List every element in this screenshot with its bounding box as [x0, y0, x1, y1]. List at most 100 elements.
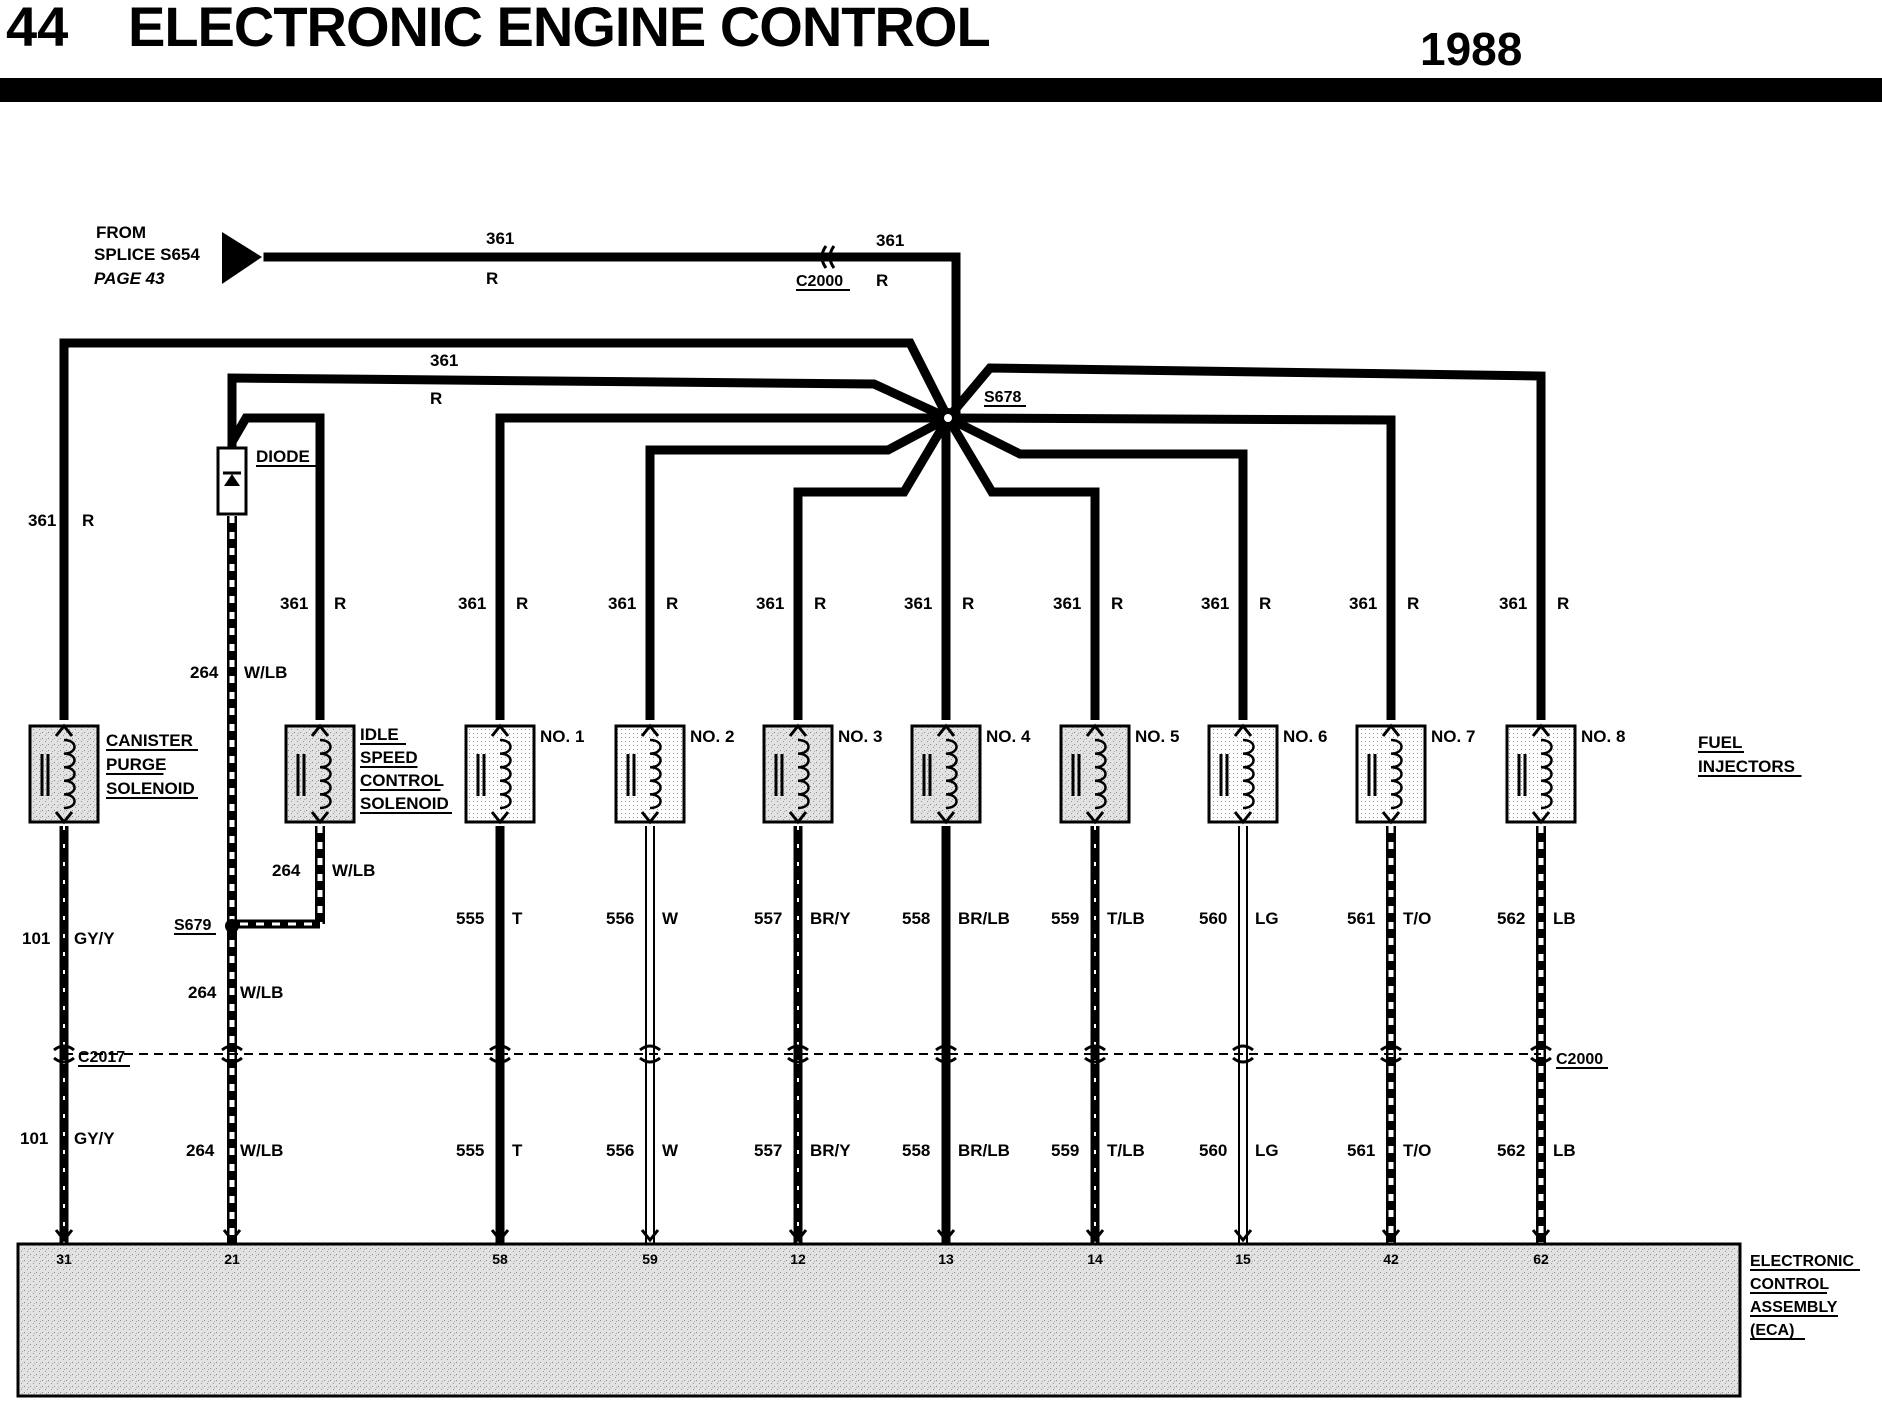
eca-pin-arrow-2	[490, 1229, 510, 1243]
connector-pin-8-lower	[1380, 1056, 1402, 1064]
source-connector-label: C2000	[796, 273, 843, 290]
source-from-label: FROM	[96, 223, 146, 242]
wire-361-canister	[59, 338, 953, 720]
injector-5-label: NO. 5	[1135, 727, 1179, 746]
connector-pin-6	[1084, 1044, 1106, 1052]
source-color-right: R	[876, 271, 888, 290]
injector-6-sig-color-upper: LG	[1255, 909, 1279, 928]
c2017-label: C2017	[78, 1049, 125, 1066]
injector-3-sig-num-upper: 557	[754, 909, 782, 928]
fuel-injector-2-top-pin	[640, 723, 660, 737]
canister-purge-solenoid-top-pin	[54, 723, 74, 737]
wire-361-injector-2	[645, 414, 951, 720]
connector-pin-4	[787, 1044, 809, 1052]
injector-8-sig-num-upper: 562	[1497, 909, 1525, 928]
fuel-injector-8-bottom-pin	[1531, 811, 1551, 825]
connector-pin-4-lower	[787, 1056, 809, 1064]
diode-symbol	[224, 474, 240, 486]
fuel-injector-2-bottom-pin	[640, 811, 660, 825]
injector-8-power-color: R	[1557, 594, 1569, 613]
connector-pin-5-lower	[935, 1056, 957, 1064]
injector-4-power-num: 361	[904, 594, 932, 613]
isc-out-num: 264	[272, 861, 301, 880]
fuel-injector-6-bottom-pin	[1233, 811, 1253, 825]
diode-body	[216, 446, 248, 516]
fuel-injector-4-top-pin	[936, 723, 956, 737]
fuel-injector-3-top-pin	[788, 723, 808, 737]
injector-3-sig-num-lower: 557	[754, 1141, 782, 1160]
header-rule	[0, 78, 1882, 102]
injector-4-label: NO. 4	[986, 727, 1031, 746]
injector-7-power-color: R	[1407, 594, 1419, 613]
injector-5-power-num: 361	[1053, 594, 1081, 613]
injector-1-power-color: R	[516, 594, 528, 613]
injector-6-sig-num-lower: 560	[1199, 1141, 1227, 1160]
source-marker-text: Z	[232, 248, 244, 270]
injector-6-label: NO. 6	[1283, 727, 1327, 746]
s679-lower-color: W/LB	[240, 983, 283, 1002]
eca-pin-arrow-3	[640, 1229, 660, 1243]
injector-8-sig-num-lower: 562	[1497, 1141, 1525, 1160]
page-number: 44	[6, 0, 69, 58]
injector-4-sig-num-lower: 558	[902, 1141, 930, 1160]
eca-pin-arrow-5	[936, 1229, 956, 1243]
connector-pin-9-lower	[1530, 1056, 1552, 1064]
injector-1-sig-color-lower: T	[512, 1141, 523, 1160]
idle-speed-control-solenoid-top-pin	[310, 723, 330, 737]
injector-4-sig-num-upper: 558	[902, 909, 930, 928]
fuel-injector-8-top-pin	[1531, 723, 1551, 737]
injector-4-power-color: R	[962, 594, 974, 613]
fuel-injector-1-top-pin	[490, 723, 510, 737]
connector-pin-1	[221, 1044, 243, 1052]
injector-1-sig-num-lower: 555	[456, 1141, 484, 1160]
connector-pin-0	[53, 1044, 75, 1052]
injector-8-sig-color-upper: LB	[1553, 909, 1576, 928]
fuel-injectors-label-line-1: INJECTORS	[1698, 757, 1795, 776]
injector-8-sig-color-lower: LB	[1553, 1141, 1576, 1160]
canister-purge-solenoid-bottom-pin	[54, 811, 74, 825]
connector-pin-0-lower	[53, 1056, 75, 1064]
injector-3-sig-color-upper: BR/Y	[810, 909, 851, 928]
eca-pin-injector-5: 14	[1087, 1251, 1103, 1267]
injector-7-sig-num-lower: 561	[1347, 1141, 1375, 1160]
page-title: ELECTRONIC ENGINE CONTROL	[128, 0, 991, 58]
fuel-injectors-label-line-0: FUEL	[1698, 733, 1742, 752]
from-arrow	[222, 232, 262, 284]
eca-pin-injector-4: 13	[938, 1251, 954, 1267]
diode-out-color: W/LB	[244, 663, 287, 682]
wire-361-injector-7	[947, 413, 1396, 720]
injector-2-sig-color-upper: W	[662, 909, 679, 928]
fuel-injector-4-coil	[945, 738, 958, 810]
connector-pin-7-lower	[1232, 1056, 1254, 1064]
wire-361-injector-3	[793, 415, 952, 720]
c2000-right-label: C2000	[1556, 1051, 1603, 1068]
canister-label-line-2: SOLENOID	[106, 779, 195, 798]
connector-pin-8	[1380, 1044, 1402, 1052]
eca-pin-injector-8: 62	[1533, 1251, 1549, 1267]
splice-s678-label: S678	[984, 389, 1021, 406]
isc-power-num: 361	[280, 594, 308, 613]
canister-purge-solenoid-coil	[63, 738, 76, 810]
injector-6-power-num: 361	[1201, 594, 1229, 613]
source-splice-label: SPLICE S654	[94, 245, 200, 264]
injector-2-power-color: R	[666, 594, 678, 613]
fuel-injector-2-coil	[649, 738, 662, 810]
wire-361-injector-5	[944, 415, 1100, 720]
eca-block	[16, 1242, 1742, 1398]
isc-power-color: R	[334, 594, 346, 613]
isc-out-color: W/LB	[332, 861, 375, 880]
injector-5-sig-color-lower: T/LB	[1107, 1141, 1145, 1160]
injector-3-power-color: R	[814, 594, 826, 613]
c2000-mark-a	[820, 245, 828, 269]
fuel-injector-1	[464, 724, 536, 824]
connector-pin-1-lower	[221, 1056, 243, 1064]
injector-5-sig-color-upper: T/LB	[1107, 909, 1145, 928]
wire-361-injector-6	[945, 413, 1248, 720]
eca-pin-arrow-1	[222, 1229, 242, 1243]
injector-7-label: NO. 7	[1431, 727, 1475, 746]
splice-s678-center	[944, 414, 952, 422]
eca-pin-arrow-8	[1381, 1229, 1401, 1243]
injector-7-power-num: 361	[1349, 594, 1377, 613]
